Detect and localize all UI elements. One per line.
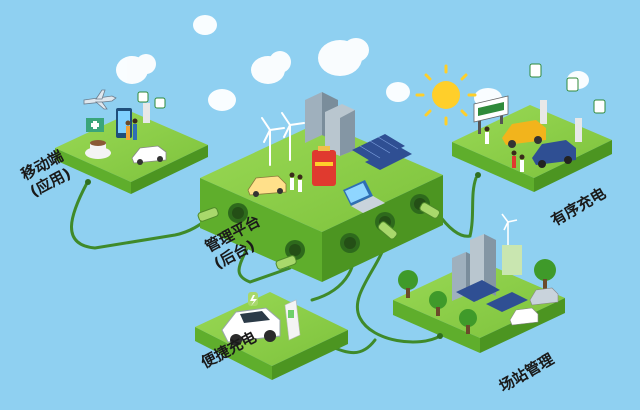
sun-icon bbox=[415, 64, 477, 126]
cable-socket bbox=[85, 179, 91, 185]
cable-socket bbox=[437, 333, 443, 339]
airplane-icon bbox=[83, 89, 117, 110]
building-icon bbox=[305, 92, 355, 156]
socket-icon bbox=[228, 203, 248, 223]
people-icon bbox=[484, 126, 525, 172]
cable-socket bbox=[475, 172, 481, 178]
cloud-icon bbox=[208, 89, 236, 111]
cloud-icon bbox=[116, 54, 156, 84]
cloud-icon bbox=[251, 51, 291, 84]
car-icon bbox=[509, 287, 559, 326]
plug-icon bbox=[275, 255, 297, 270]
tree-icon bbox=[398, 259, 556, 334]
battery-icon bbox=[312, 146, 336, 186]
cup-icon bbox=[85, 140, 111, 159]
solar-panel-icon bbox=[456, 280, 528, 312]
car-icon bbox=[131, 145, 167, 165]
wind-turbine-icon bbox=[261, 112, 305, 166]
cloud-icon bbox=[318, 38, 369, 76]
people-icon bbox=[125, 118, 138, 140]
convenient-charging-platform bbox=[195, 292, 348, 380]
charger-icon bbox=[248, 292, 301, 341]
station-management-platform bbox=[393, 213, 565, 353]
plug-icon bbox=[197, 207, 219, 222]
first-aid-box-icon bbox=[86, 118, 104, 132]
charger-icon bbox=[529, 63, 606, 142]
ordered-charging-platform bbox=[452, 63, 612, 192]
car-icon bbox=[221, 307, 281, 346]
people-icon bbox=[289, 172, 303, 192]
management-platform bbox=[197, 92, 443, 282]
plug-icon bbox=[377, 221, 398, 240]
charger-icon bbox=[137, 91, 166, 123]
wind-turbine-icon bbox=[501, 213, 518, 245]
car-icon bbox=[502, 120, 546, 148]
mobile-platform bbox=[55, 89, 208, 194]
plug-icon bbox=[419, 202, 441, 219]
building-icon bbox=[452, 234, 522, 301]
socket-icon bbox=[340, 233, 360, 253]
cloud-icon bbox=[193, 15, 217, 35]
car-icon bbox=[247, 175, 287, 197]
car-icon bbox=[532, 140, 576, 168]
laptop-icon bbox=[343, 180, 385, 213]
cloud-icon bbox=[386, 82, 410, 102]
solar-panel-icon bbox=[352, 134, 412, 170]
socket-icon bbox=[285, 240, 305, 260]
billboard-icon bbox=[473, 95, 509, 134]
